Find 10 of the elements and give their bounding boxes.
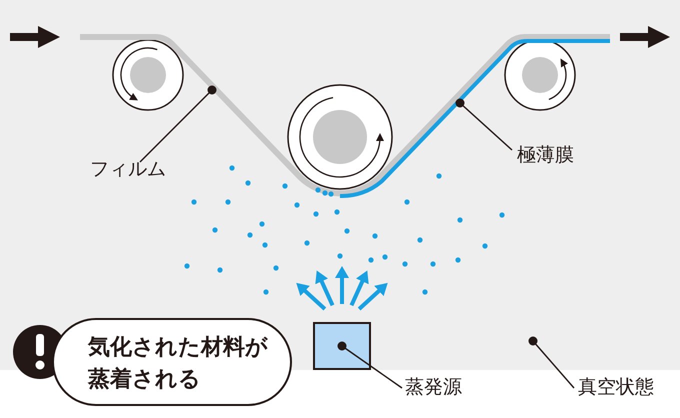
leader-line bbox=[338, 342, 402, 389]
part-label: 真空状態 bbox=[578, 378, 654, 397]
callout-bubble: 気化された材料が蒸着される bbox=[52, 318, 292, 406]
part-label: 蒸発源 bbox=[405, 378, 462, 397]
leader-line bbox=[140, 86, 216, 162]
part-label: フィルム bbox=[90, 160, 166, 179]
leader-line bbox=[528, 336, 575, 388]
evaporation-source-box bbox=[313, 322, 371, 370]
part-label: 極薄膜 bbox=[517, 146, 574, 165]
leader-line bbox=[456, 98, 512, 151]
